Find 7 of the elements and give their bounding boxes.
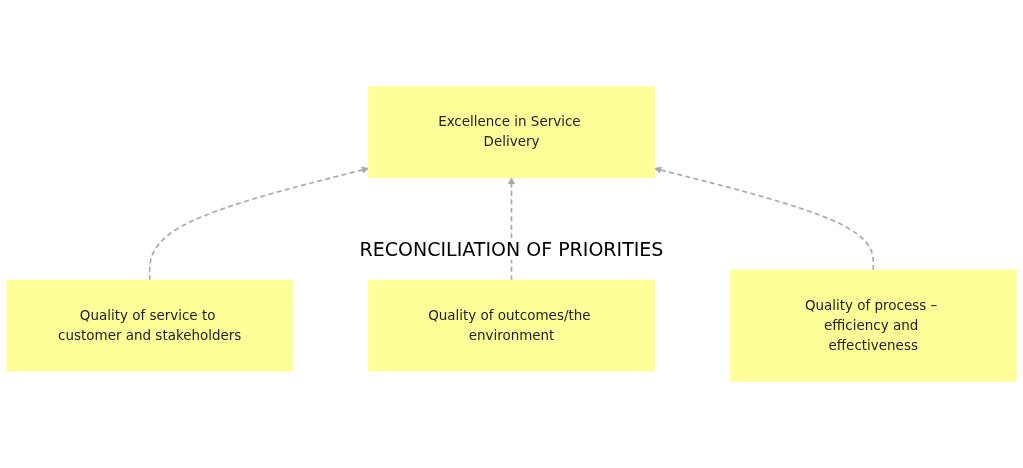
arrow xyxy=(148,166,369,282)
arrow xyxy=(507,177,516,282)
node-box: Quality of process – efficiency and effectiveness xyxy=(729,269,1017,382)
node-box: Quality of service to customer and stakeholders xyxy=(6,279,294,372)
node-box: Excellence in Service Delivery xyxy=(368,86,655,179)
arrow xyxy=(654,166,875,271)
node-box: Quality of outcomes/the environment xyxy=(368,279,655,372)
